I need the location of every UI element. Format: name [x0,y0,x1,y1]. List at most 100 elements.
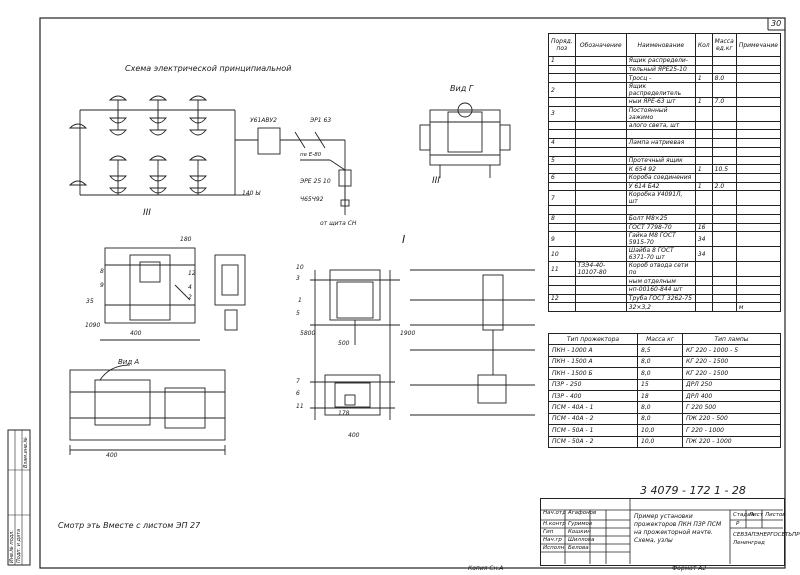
parts-cell-name: Короб отвода сети по [625,261,696,278]
projector-cell-type: ПЗР - 400 [548,389,638,403]
parts-cell-mass: 7.0 [711,97,737,107]
parts-cell-designation [574,155,627,166]
parts-cell-note [735,231,782,248]
document-code: 3 4079 - 172 1 - 28 [640,484,746,497]
col-note: Примечание [735,33,782,57]
parts-cell-mass [711,172,737,183]
parts-cell-qty [694,56,713,66]
note-see-also: Смотр эть Вместе с листом ЭП 27 [58,521,201,530]
parts-cell-note [735,261,782,278]
parts-cell-qty [694,293,713,304]
parts-cell-qty: 34 [694,246,713,263]
parts-cell-pos [548,205,576,215]
parts-table: Поряд. поз Обозначение Наименование Кол … [548,33,782,313]
parts-cell-pos [548,97,576,107]
projector-cell-mass: 18 [637,389,683,403]
dim-35: 35 [86,298,94,305]
projector-cell-lamp: ПЖ 220 - 1000 [682,435,781,448]
projector-cell-lamp: ДРЛ 250 [682,378,781,391]
section-iii-drawing [100,247,246,341]
side-stamp-0: Инв.№ подл. [9,530,15,563]
parts-cell-mass [711,82,737,99]
parts-table-header: Поряд. поз Обозначение Наименование Кол … [548,33,782,57]
callout-11: 11 [296,403,304,410]
parts-cell-pos: 9 [548,231,576,248]
projector-cell-lamp: ДРЛ 400 [682,389,781,403]
parts-cell-qty [694,129,713,140]
parts-cell-qty [694,64,713,75]
roman-iii-scheme: III [143,208,151,218]
parts-cell-name: ГОСТ 7798-70 [625,222,696,233]
parts-cell-qty [694,205,713,215]
tb-drawing-title: Пример установки прожекторов ПКН ПЗР ПСМ… [634,513,722,544]
parts-cell-note [735,222,782,233]
tb-name-2: Кошкин [568,529,591,535]
parts-cell-designation [574,246,627,263]
parts-cell-pos [548,73,576,84]
parts-cell-designation [574,231,627,248]
parts-cell-mass [711,276,737,286]
view-a-label: Вид А [118,358,140,366]
tb-sheets-header: Листов [765,512,786,518]
parts-cell-pos: 7 [548,190,576,207]
col-qty: Кол [694,33,713,57]
parts-cell-designation [574,120,627,131]
parts-cell-note [735,285,782,295]
parts-cell-mass [711,213,737,224]
tb-role-1: Н.контр [543,521,566,527]
parts-cell-pos [548,302,576,313]
parts-cell-note [735,155,782,166]
projector-cell-mass: 10,0 [637,435,683,448]
dim-178: 178 [338,410,350,417]
parts-cell-name: Ящик распредели- [625,56,696,66]
parts-cell-note [735,97,782,107]
parts-cell-qty [694,285,713,295]
tb-stage-header: Стадия [733,512,755,518]
title-block: Нач.отд Агафонов Н.контр Гуримов Гип Кош… [540,498,800,566]
parts-cell-mass [711,64,737,75]
col-proj-mass: Масса кг [637,332,683,346]
parts-cell-designation [574,64,627,75]
parts-cell-name: Труба ГОСТ 3262-75 [625,293,696,304]
parts-cell-designation [574,213,627,224]
scheme-breaker-label: ЭР1 63 [310,117,332,124]
callout-12: 12 [188,270,196,277]
projector-cell-type: ПКН - 1000 А [548,344,638,357]
parts-cell-note [735,246,782,263]
scheme-box-label: У61АВУ2 [250,117,277,124]
callout-9: 9 [100,282,104,289]
parts-cell-qty: 1 [694,164,713,174]
parts-cell-pos: 3 [548,105,576,122]
projector-cell-lamp: ПЖ 220 - 500 [682,412,781,426]
parts-cell-qty [694,213,713,224]
parts-cell-pos [548,285,576,295]
parts-cell-mass [711,138,737,148]
parts-cell-designation [574,222,627,233]
projector-cell-mass: 8,0 [637,401,683,414]
parts-cell-designation: ТЗЭ4-40-10107-80 [574,261,627,278]
parts-cell-mass [711,261,737,278]
tb-role-0: Нач.отд [543,510,566,516]
parts-cell-name: алого света, шт [625,120,696,131]
scheme-pe-label: пе Е-80 [300,152,322,158]
scheme-code-label: Ч65Ч92 [300,196,324,203]
projector-cell-mass: 8,0 [637,367,683,380]
title-block-lines [540,498,783,564]
dim-400-c: 400 [348,432,360,439]
parts-cell-designation [574,138,627,148]
parts-cell-designation [574,302,627,313]
